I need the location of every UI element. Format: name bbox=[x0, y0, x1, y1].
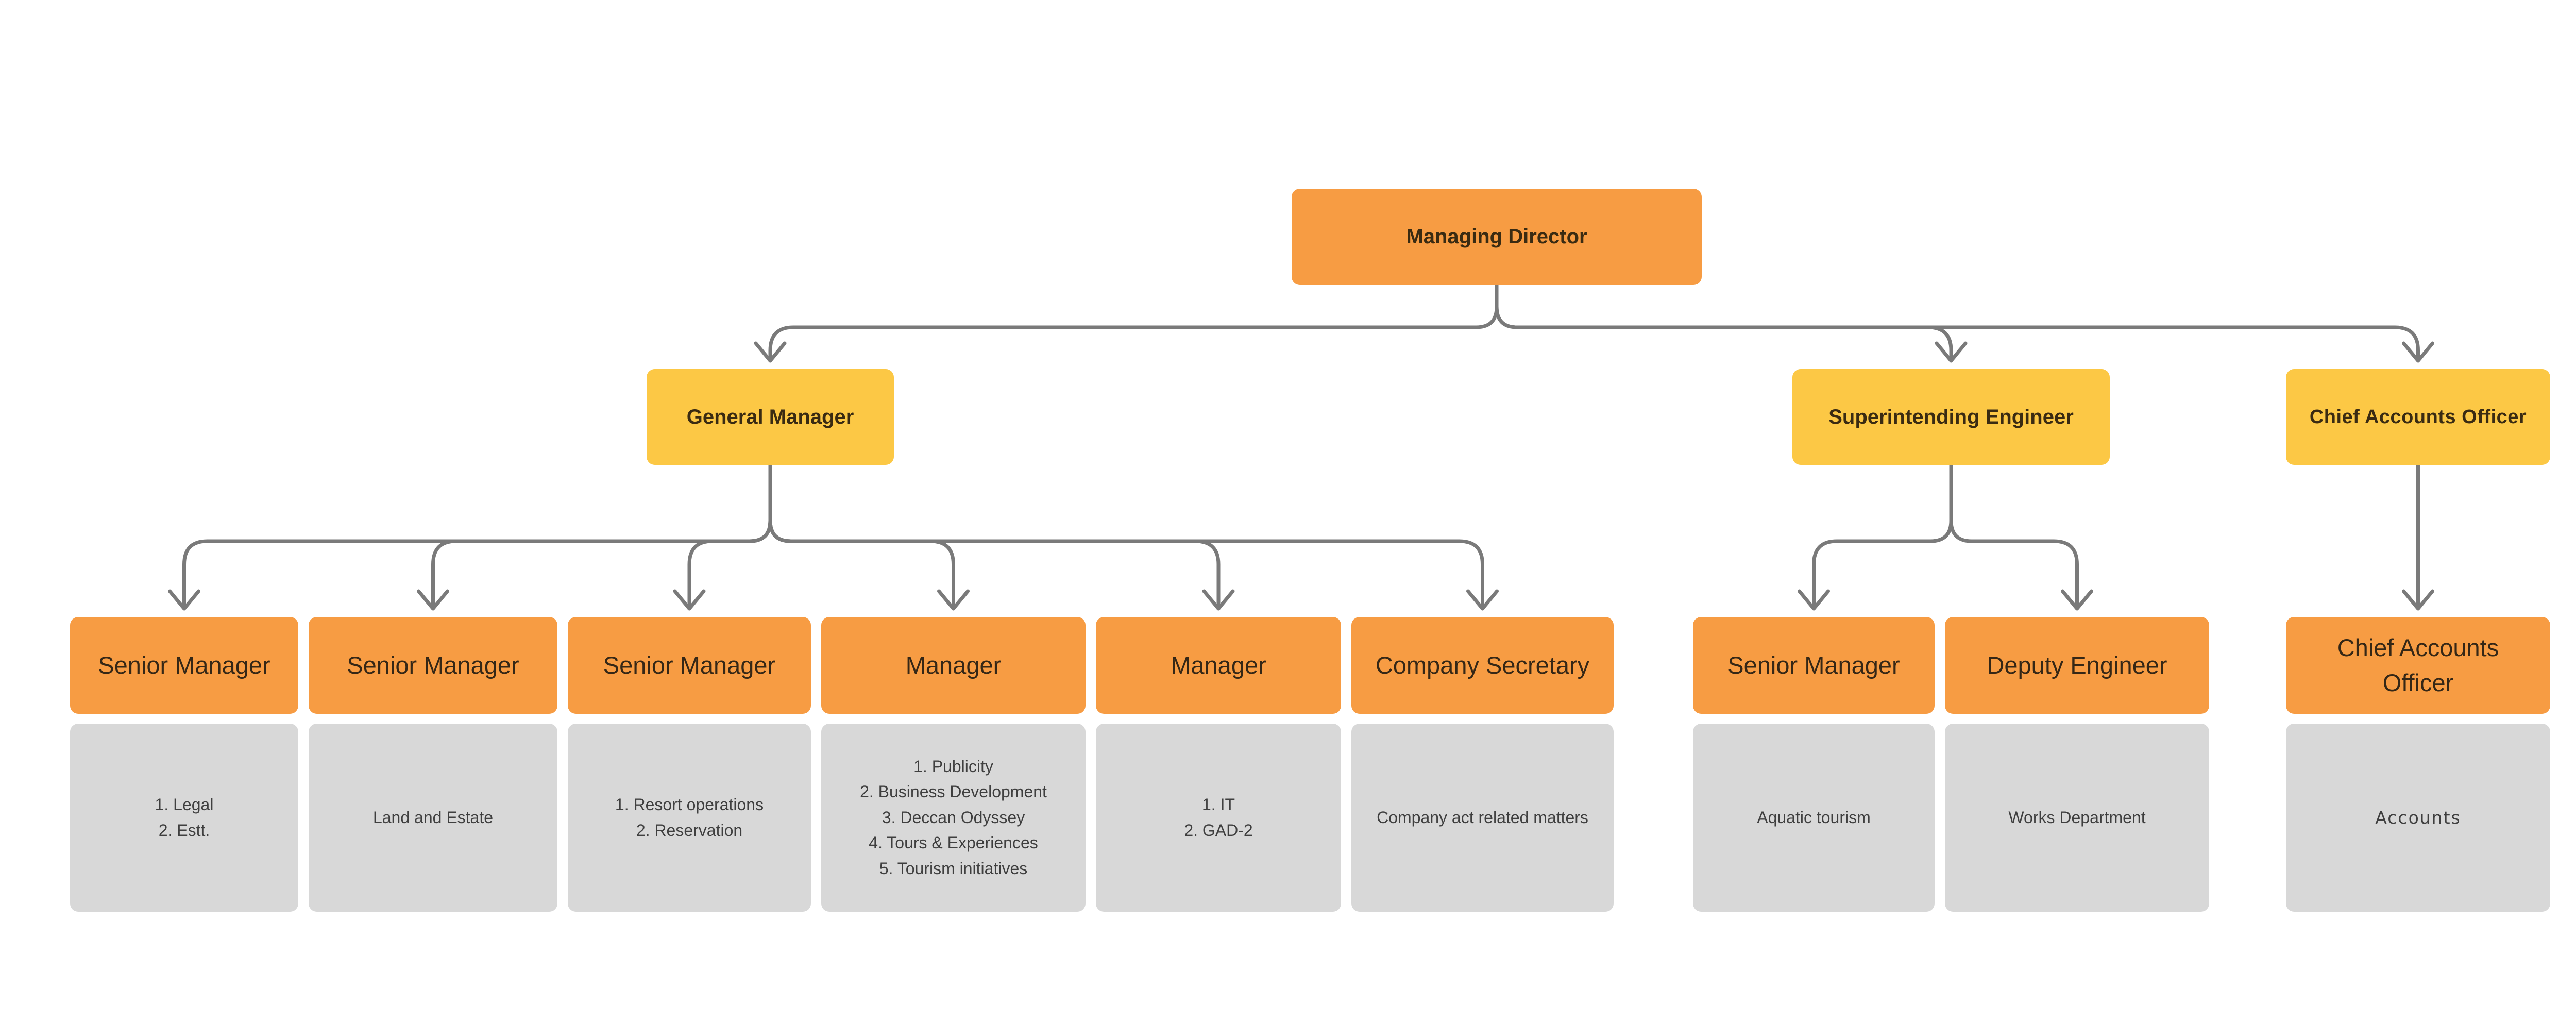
org-node-se[interactable]: Superintending Engineer bbox=[1792, 369, 2110, 465]
arrowhead-md-se bbox=[1935, 341, 1968, 363]
edge-gm-r5 bbox=[768, 463, 1221, 610]
arrowhead-gm-r4 bbox=[937, 589, 970, 611]
arrowhead-cao-r9 bbox=[2402, 589, 2434, 611]
arrowhead-gm-r6 bbox=[1466, 589, 1499, 611]
org-node-d4[interactable]: 1. Publicity 2. Business Development 3. De… bbox=[821, 724, 1086, 912]
org-node-r8[interactable]: Deputy Engineer bbox=[1945, 617, 2209, 714]
org-node-d8[interactable]: Works Department bbox=[1945, 724, 2209, 912]
org-node-d4-line: 1. Publicity bbox=[913, 757, 993, 776]
org-node-r4[interactable]: Manager bbox=[821, 617, 1086, 714]
org-node-d1[interactable]: 1. Legal 2. Estt. bbox=[70, 724, 298, 912]
org-node-d4-line: 4. Tours & Experiences bbox=[869, 833, 1038, 852]
org-node-r6-label: Company Secretary bbox=[1375, 651, 1590, 679]
org-node-r5[interactable]: Manager bbox=[1096, 617, 1341, 714]
org-node-cao[interactable]: Chief Accounts Officer bbox=[2286, 369, 2550, 465]
arrowhead-gm-r3 bbox=[673, 589, 706, 611]
org-node-md-label: Managing Director bbox=[1406, 225, 1587, 248]
org-node-r4-label: Manager bbox=[905, 651, 1002, 679]
org-node-r1[interactable]: Senior Manager bbox=[70, 617, 298, 714]
edge-se-r8 bbox=[1949, 463, 2079, 610]
org-node-gm-label: General Manager bbox=[686, 405, 854, 428]
org-node-r9[interactable]: Chief Accounts Officer bbox=[2286, 617, 2550, 714]
arrowhead-gm-r2 bbox=[417, 589, 449, 611]
arrowhead-md-cao bbox=[2402, 341, 2434, 363]
org-node-d5-line: 1. IT bbox=[1201, 795, 1235, 814]
edge-gm-r4 bbox=[768, 463, 955, 610]
org-node-md[interactable]: Managing Director bbox=[1292, 189, 1702, 285]
org-node-d6[interactable]: Company act related matters bbox=[1351, 724, 1614, 912]
edge-gm-r1 bbox=[182, 463, 772, 610]
org-node-r7[interactable]: Senior Manager bbox=[1693, 617, 1935, 714]
org-node-d4-line: 5. Tourism initiatives bbox=[879, 859, 1028, 878]
org-node-d2[interactable]: Land and Estate bbox=[309, 724, 557, 912]
org-node-d6-line: Company act related matters bbox=[1377, 808, 1588, 827]
org-node-r2[interactable]: Senior Manager bbox=[309, 617, 557, 714]
org-node-r8-label: Deputy Engineer bbox=[1987, 651, 2167, 679]
org-node-gm[interactable]: General Manager bbox=[647, 369, 894, 465]
edge-gm-r3 bbox=[687, 463, 772, 610]
org-node-d1-line: 2. Estt. bbox=[158, 821, 210, 840]
arrowhead-se-r8 bbox=[2061, 589, 2093, 611]
org-node-d4-line: 3. Deccan Odyssey bbox=[882, 808, 1025, 827]
arrowhead-gm-r1 bbox=[168, 589, 200, 611]
org-node-d4-line: 2. Business Development bbox=[860, 782, 1047, 801]
org-node-d2-line: Land and Estate bbox=[372, 808, 494, 827]
org-node-r5-label: Manager bbox=[1171, 651, 1266, 679]
arrowhead-md-gm bbox=[754, 341, 787, 363]
arrowhead-gm-r5 bbox=[1202, 589, 1235, 611]
org-node-d8-line: Works Department bbox=[2008, 808, 2146, 827]
org-node-d1-line: 1. Legal bbox=[155, 795, 214, 814]
org-node-d7[interactable]: Aquatic tourism bbox=[1693, 724, 1935, 912]
org-node-r1-label: Senior Manager bbox=[98, 651, 270, 679]
org-node-d7-line: Aquatic tourism bbox=[1757, 808, 1871, 827]
org-node-r3[interactable]: Senior Manager bbox=[568, 617, 811, 714]
edge-gm-r2 bbox=[431, 463, 772, 610]
edge-gm-r6 bbox=[768, 463, 1484, 610]
org-node-d3-line: 2. Reservation bbox=[636, 821, 743, 840]
org-node-r6[interactable]: Company Secretary bbox=[1351, 617, 1614, 714]
org-node-d3[interactable]: 1. Resort operations 2. Reservation bbox=[568, 724, 811, 912]
org-node-r3-label: Senior Manager bbox=[603, 651, 776, 679]
edge-md-cao bbox=[1495, 283, 2420, 362]
org-node-d5[interactable]: 1. IT 2. GAD-2 bbox=[1096, 724, 1341, 912]
org-node-d9[interactable]: Accounts bbox=[2286, 724, 2550, 912]
edge-md-gm bbox=[768, 283, 1499, 362]
org-node-cao-label: Chief Accounts Officer bbox=[2309, 406, 2527, 428]
org-node-r7-label: Senior Manager bbox=[1727, 651, 1900, 679]
edge-se-r7 bbox=[1812, 463, 1953, 610]
org-node-r9-label: Chief Accounts Officer bbox=[2337, 633, 2499, 696]
edge-md-se bbox=[1495, 283, 1953, 362]
org-node-se-label: Superintending Engineer bbox=[1828, 405, 2074, 428]
org-node-d3-line: 1. Resort operations bbox=[615, 795, 764, 814]
org-node-r2-label: Senior Manager bbox=[347, 651, 519, 679]
org-node-d5-line: 2. GAD-2 bbox=[1184, 821, 1253, 840]
arrowhead-se-r7 bbox=[1798, 589, 1830, 611]
org-node-d9-line: Accounts bbox=[2375, 807, 2461, 828]
